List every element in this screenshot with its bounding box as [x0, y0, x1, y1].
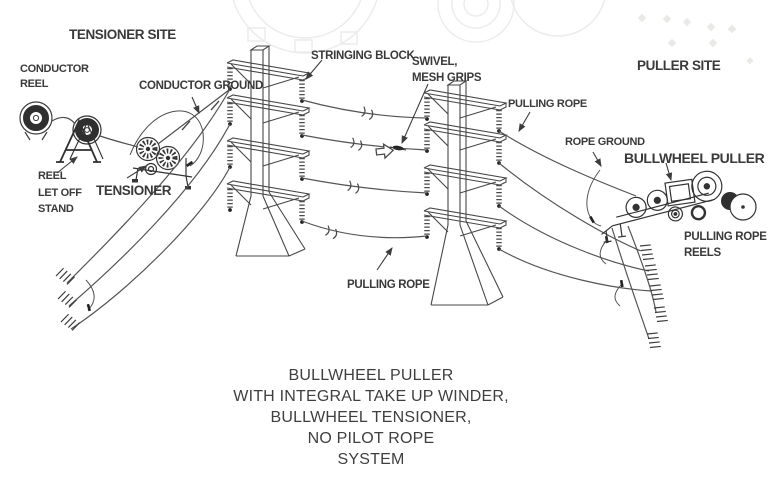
direction-arrow [375, 142, 395, 160]
watermark-diamonds [637, 13, 754, 65]
label-swivel-mesh-grips: SWIVEL,MESH GRIPS [412, 56, 482, 84]
right-ground-ropes [498, 130, 657, 340]
caption-line: BULLWHEEL TENSIONER, [270, 409, 472, 426]
right-transmission-tower [423, 80, 508, 306]
reel-let-off-stand [56, 115, 104, 163]
caption-line: BULLWHEEL PULLER [288, 367, 454, 384]
label-stringing-block: STRINGING BLOCK [311, 50, 415, 62]
pulling-rope-reel [721, 192, 757, 221]
rope-break-symbols [325, 106, 374, 240]
bullwheel-puller-machine [601, 170, 723, 243]
label-puller-site: PULLER SITE [637, 58, 721, 73]
label-arrows [56, 59, 673, 271]
diagram-caption: BULLWHEEL PULLER WITH INTEGRAL TAKE UP W… [131, 365, 611, 470]
tensioner-machine [132, 136, 193, 190]
label-pulling-rope-bottom: PULLING ROPE [347, 279, 430, 291]
conductor-reel [19, 101, 53, 141]
left-ground-ropes [66, 88, 231, 330]
label-rope-ground: ROPE GROUND [565, 136, 645, 148]
left-ground-clamp [86, 303, 92, 312]
caption-line: NO PILOT ROPE [307, 430, 435, 447]
left-ground-anchors [55, 267, 80, 331]
right-ground-clamps [589, 215, 624, 288]
label-pulling-rope-right: PULLING ROPE [508, 98, 587, 110]
label-conductor-ground: CONDUCTOR GROUND [139, 80, 264, 92]
conductor-feed-lines [51, 89, 230, 168]
right-ground-anchors [639, 244, 668, 349]
swivel-mesh-grip [389, 145, 407, 151]
label-bullwheel-puller: BULLWHEEL PULLER [624, 150, 765, 166]
label-tensioner-site: TENSIONER SITE [69, 27, 176, 42]
watermark-gears [232, 0, 606, 54]
mid-span-ropes [301, 99, 428, 239]
label-tensioner: TENSIONER [96, 183, 172, 198]
caption-line: WITH INTEGRAL TAKE UP WINDER, [233, 388, 509, 405]
caption-line: SYSTEM [337, 451, 405, 468]
